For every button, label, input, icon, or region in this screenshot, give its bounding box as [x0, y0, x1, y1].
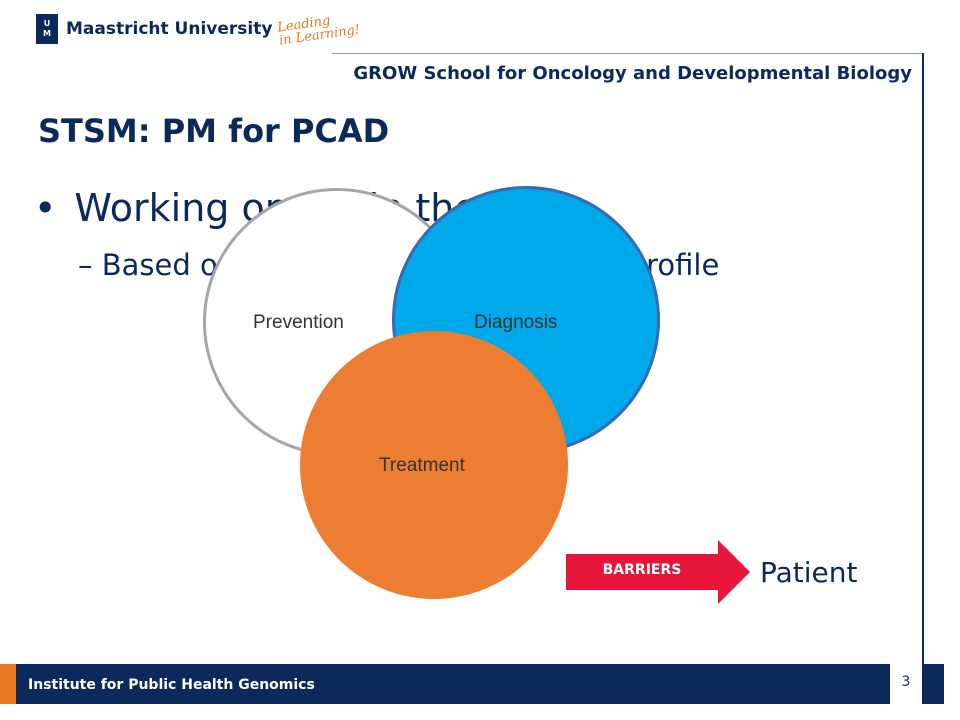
page-number-box: [890, 664, 922, 704]
treatment-circle: [300, 331, 568, 599]
university-logo: U M Maastricht University Leading in Lea…: [36, 13, 361, 49]
university-name: Maastricht University: [66, 19, 273, 39]
header-divider: [332, 53, 924, 54]
prevention-label: Prevention: [253, 312, 344, 333]
institute-name: Institute for Public Health Genomics: [28, 677, 315, 693]
footer-bar: [0, 664, 944, 704]
school-name: GROW School for Oncology and Development…: [353, 63, 912, 84]
footer-accent: [0, 664, 16, 704]
logo-mark-top: U: [43, 19, 51, 28]
slide-title: STSM: PM for PCAD: [38, 112, 390, 150]
right-border: [922, 53, 924, 704]
um-logo-icon: U M: [36, 14, 58, 44]
bullet-dot-icon: •: [34, 186, 57, 230]
patient-label: Patient: [760, 556, 858, 589]
page-number: 3: [901, 674, 911, 690]
barriers-arrow-icon: [566, 540, 750, 604]
university-slogan: Leading in Learning!: [276, 13, 362, 49]
barriers-label: BARRIERS: [602, 562, 682, 578]
logo-mark-bottom: M: [43, 29, 51, 38]
diagnosis-label: Diagnosis: [474, 312, 558, 333]
treatment-label: Treatment: [379, 455, 465, 476]
sub-bullet-dash-icon: –: [78, 248, 102, 282]
